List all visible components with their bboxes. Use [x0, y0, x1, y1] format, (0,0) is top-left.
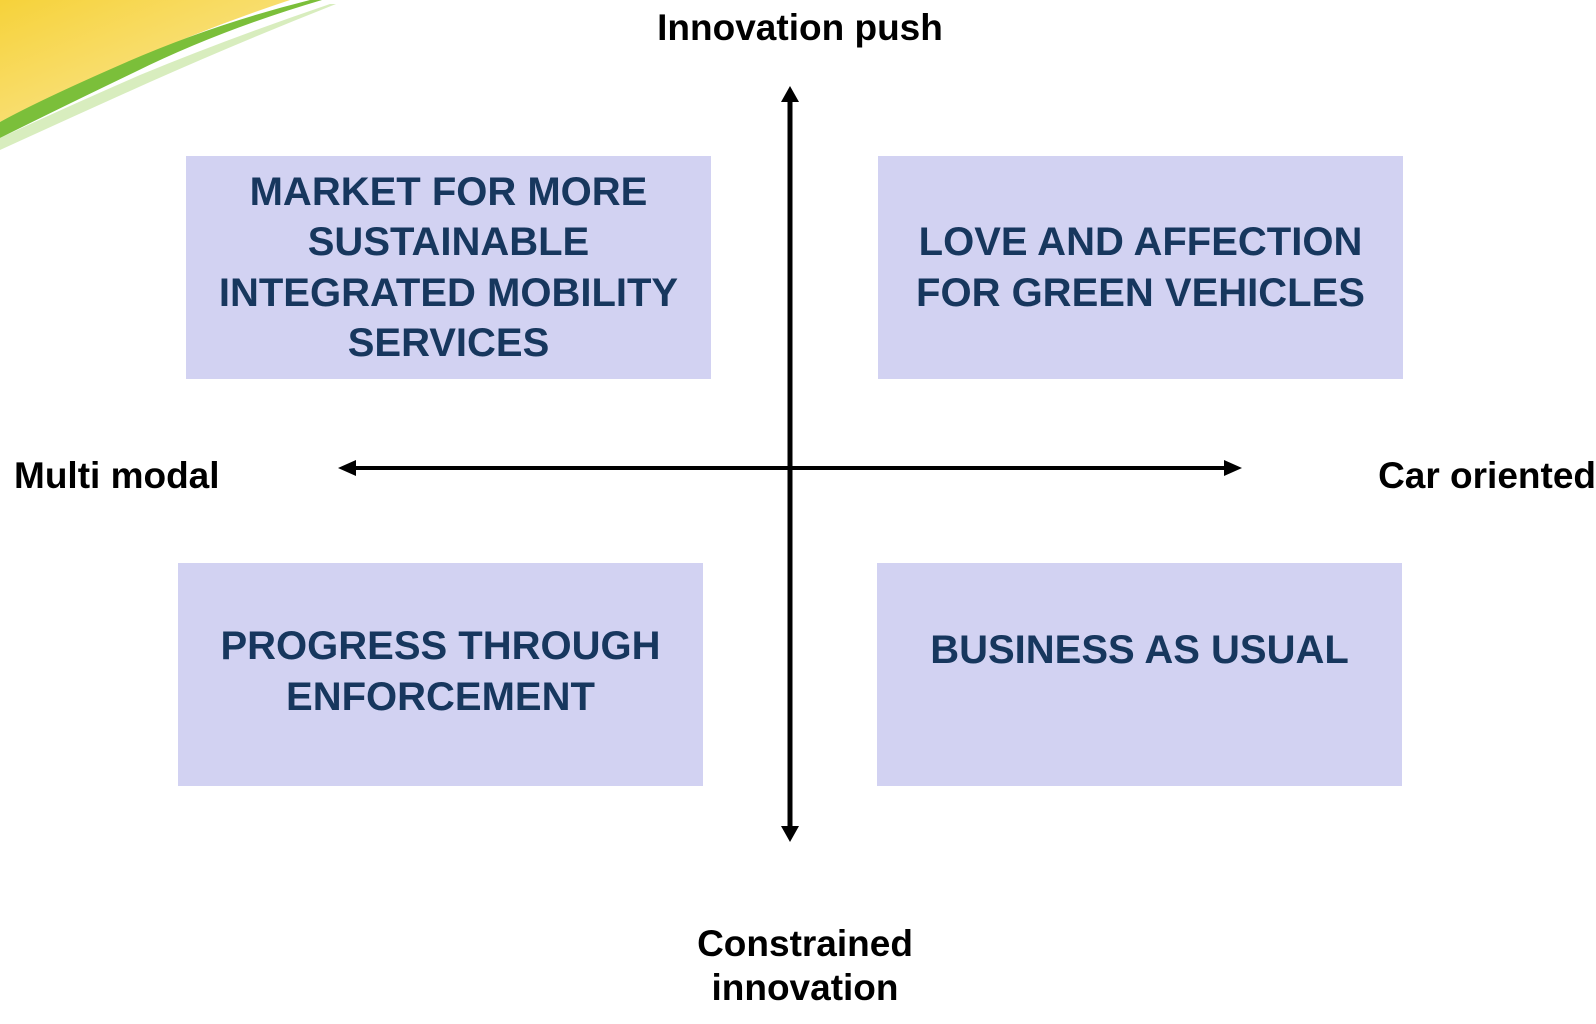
axis-label-right: Car oriented — [1378, 455, 1596, 496]
corner-swoosh-decoration — [0, 0, 336, 150]
quadrant-top-left-text: MARKET FOR MORE SUSTAINABLE INTEGRATED M… — [218, 169, 679, 365]
quadrant-bottom-right: BUSINESS AS USUAL — [877, 563, 1402, 786]
vertical-axis-top-arrow — [781, 86, 799, 102]
axis-label-top: Innovation push — [657, 7, 943, 48]
axis-label-bottom: Constrained innovation — [697, 923, 913, 1008]
quadrant-bottom-left: PROGRESS THROUGH ENFORCEMENT — [178, 563, 703, 786]
axis-label-left: Multi modal — [14, 455, 220, 496]
quadrant-bottom-left-text: PROGRESS THROUGH ENFORCEMENT — [220, 624, 661, 719]
quadrant-bottom-right-text: BUSINESS AS USUAL — [930, 628, 1349, 672]
quadrant-top-right: LOVE AND AFFECTION FOR GREEN VEHICLES — [878, 156, 1403, 379]
vertical-axis-bottom-arrow — [781, 826, 799, 842]
horizontal-axis-right-arrow — [1224, 460, 1242, 476]
quadrant-top-left: MARKET FOR MORE SUSTAINABLE INTEGRATED M… — [186, 156, 711, 379]
quadrant-top-right-text: LOVE AND AFFECTION FOR GREEN VEHICLES — [916, 220, 1365, 315]
horizontal-axis-left-arrow — [338, 460, 356, 476]
